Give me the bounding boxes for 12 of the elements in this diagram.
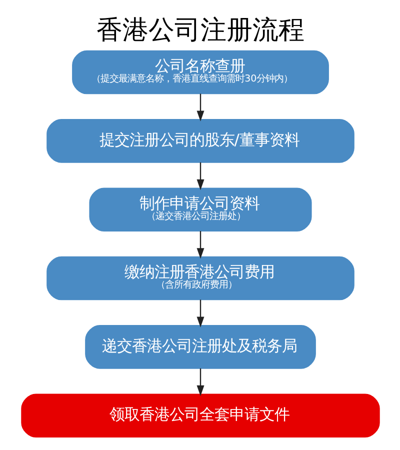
- arrow: [196, 94, 204, 122]
- arrow: [196, 368, 204, 396]
- node-box: 制作申请公司资料 （递交香港公司注册处）: [88, 188, 312, 232]
- node-box: 递交香港公司注册处及税务局: [84, 325, 316, 369]
- node-box: 领取香港公司全套申请文件: [20, 394, 380, 438]
- arrow: [196, 231, 204, 259]
- arrow: [196, 300, 204, 328]
- diagram-title: 香港公司注册流程: [96, 16, 304, 46]
- arrow: [196, 162, 204, 190]
- node-box: 提交注册公司的股东/董事资料: [46, 119, 354, 163]
- node-box: 公司名称查册 （提交最满意名称，香港直线查询需时30分钟内）: [72, 50, 328, 94]
- node-box: 缴纳注册香港公司费用 （含所有政府费用）: [46, 256, 354, 300]
